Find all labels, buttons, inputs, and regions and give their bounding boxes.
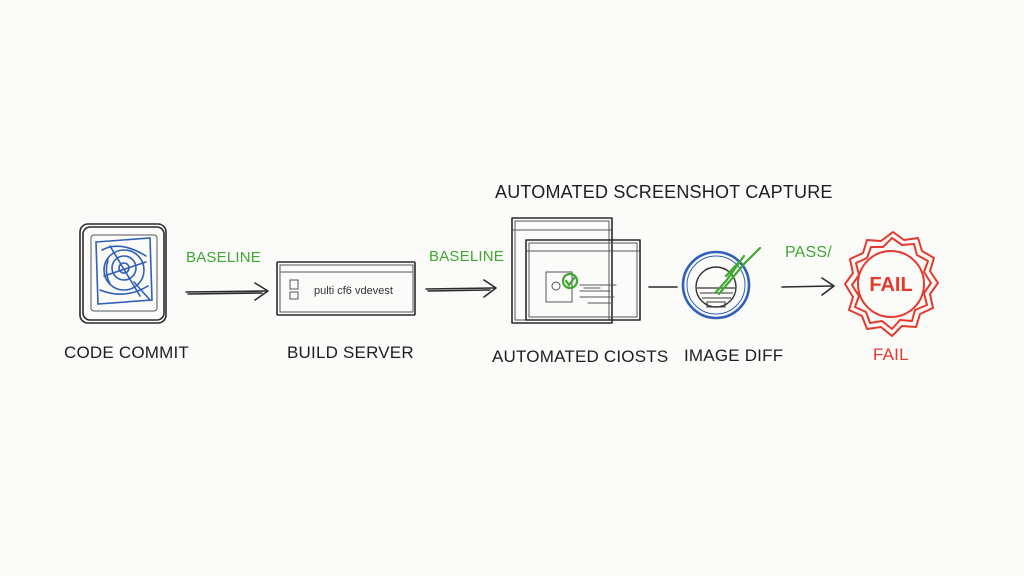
fail-badge-icon: FAIL [844, 231, 939, 337]
arrow-diff-to-fail [781, 277, 835, 296]
node-label-fail: FAIL [873, 345, 909, 364]
build-server-box: pulti cf6 vdevest [276, 261, 416, 316]
edge-label-pass: PASS/ [785, 244, 832, 261]
node-label-automated-tests: AUTOMATED CIOSTS [492, 347, 669, 366]
image-diff-icon [681, 246, 762, 320]
build-server-inner-text: pulti cf6 vdevest [314, 285, 393, 297]
phone-icon [79, 223, 167, 324]
header-label: AUTOMATED SCREENSHOT CAPTURE [495, 182, 833, 202]
arrow-build-to-tests [425, 279, 497, 298]
node-label-code-commit: CODE COMMIT [64, 343, 189, 362]
node-label-build-server: BUILD SERVER [287, 343, 414, 362]
commit-sketch-icon [95, 237, 153, 305]
arrow-commit-to-build [185, 282, 269, 301]
screenshot-windows-icon [511, 217, 641, 324]
edge-label-baseline-2: BASELINE [429, 248, 504, 265]
fail-badge-text: FAIL [869, 274, 912, 296]
node-label-image-diff: IMAGE DIFF [684, 346, 784, 365]
edge-label-baseline-1: BASELINE [186, 249, 261, 266]
